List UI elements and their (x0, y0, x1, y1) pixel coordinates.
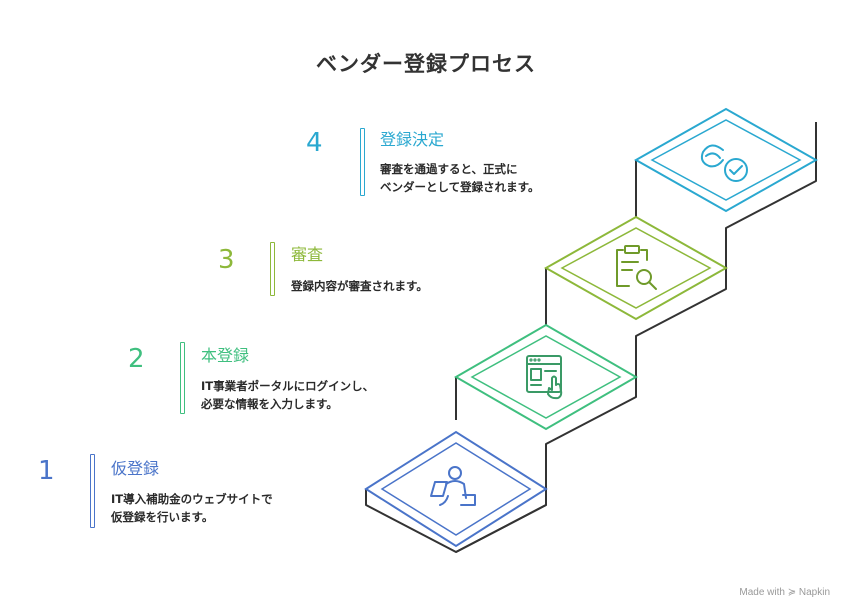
step-description-line: 登録内容が審査されます。 (291, 279, 428, 293)
web-form-click-icon (526, 355, 563, 400)
step-number: 2 (128, 344, 145, 374)
step-description: 登録内容が審査されます。 (291, 277, 428, 295)
step-accent-bar (360, 128, 365, 196)
step-number: 3 (218, 245, 235, 275)
step-accent-bar (270, 242, 275, 296)
step-heading: 審査 (291, 245, 324, 264)
step-heading: 仮登録 (111, 459, 160, 478)
step-3-tile (543, 215, 729, 321)
step-description-line: 審査を通過すると、正式に (380, 162, 518, 176)
step-accent-bar (180, 342, 185, 414)
approved-check-icon (700, 144, 748, 182)
step-description-line: 仮登録を行います。 (111, 510, 214, 524)
step-accent-bar (90, 454, 95, 528)
step-description-line: IT事業者ポータルにログインし、 (201, 379, 375, 393)
napkin-watermark: Made with ≽ Napkin (739, 587, 830, 598)
step-4-tile (633, 107, 819, 213)
clipboard-search-icon (616, 245, 657, 290)
step-description-line: ベンダーとして登録されます。 (380, 180, 540, 194)
step-1-tile (364, 430, 548, 548)
step-description: 審査を通過すると、正式に ベンダーとして登録されます。 (380, 160, 540, 196)
diagram-title: ベンダー登録プロセス (316, 52, 536, 76)
stair-outline (365, 122, 817, 553)
step-description-line: 必要な情報を入力します。 (201, 397, 338, 411)
step-heading: 登録決定 (380, 130, 445, 149)
step-description-line: IT導入補助金のウェブサイトで (111, 492, 273, 506)
step-description: IT導入補助金のウェブサイトで 仮登録を行います。 (111, 490, 273, 526)
step-heading: 本登録 (201, 346, 250, 365)
step-description: IT事業者ポータルにログインし、 必要な情報を入力します。 (201, 377, 374, 413)
step-number: 4 (306, 128, 323, 158)
user-at-laptop-icon (430, 466, 476, 506)
step-2-tile (454, 323, 638, 431)
step-number: 1 (38, 456, 55, 486)
